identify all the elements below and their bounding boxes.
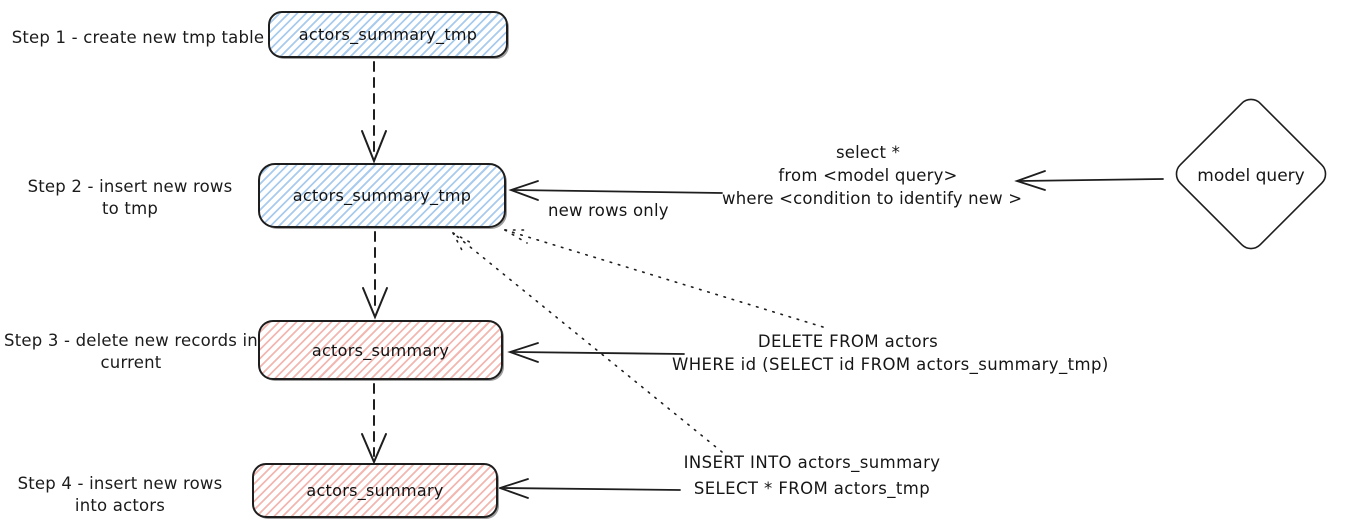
select-query-line2: from <model query> [778,166,958,185]
select-query-text: select * from <model query> where <condi… [722,141,1022,210]
delete-sql-text: DELETE FROM actors WHERE id (SELECT id F… [672,330,1108,376]
node-actors-summary-step4: actors_summary [252,463,498,518]
model-query-diamond [1175,98,1327,250]
arrow-insert-sql-to-actors-summary [497,478,681,499]
arrow-query-to-tmp [508,180,723,201]
delete-sql-line1: DELETE FROM actors [757,332,939,351]
select-query-line1: select * [835,143,901,162]
delete-sql-line2: WHERE id (SELECT id FROM actors_summary_… [672,355,1109,374]
new-rows-only-label: new rows only [548,201,669,220]
node-label: actors_summary_tmp [292,186,472,205]
node-actors-summary-tmp-step1: actors_summary_tmp [268,11,508,58]
insert-sql-line2: SELECT * FROM actors_tmp [693,479,931,498]
arrow-delete-sql-to-actors-summary [507,342,685,363]
arrow-diamond-to-query [1014,170,1164,191]
step2-label: Step 2 - insert new rows to tmp [5,176,255,220]
step4-label-line2: into actors [74,496,166,515]
node-actors-summary-tmp-step2: actors_summary_tmp [258,163,506,228]
dotted-arrow-insert-sql-to-tmp [452,232,723,453]
node-actors-summary-step3: actors_summary [258,320,503,380]
step4-label: Step 4 - insert new rows into actors [0,473,240,517]
step2-label-line1: Step 2 - insert new rows [27,177,233,196]
dashed-arrow-step2-to-step3 [362,231,388,320]
step3-label-line2: current [100,353,162,372]
dashed-arrow-step1-to-step2 [361,61,387,164]
step2-label-line2: to tmp [101,199,159,218]
select-query-line3: where <condition to identify new > [722,189,1023,208]
dashed-arrow-step3-to-step4 [361,383,387,465]
dotted-arrow-delete-sql-to-tmp [504,229,824,328]
node-label: actors_summary [306,481,444,500]
step3-label: Step 3 - delete new records in current [0,330,262,374]
node-label: actors_summary [311,340,450,360]
insert-sql-text: INSERT INTO actors_summary SELECT * FROM… [677,450,947,502]
node-label: actors_summary_tmp [298,25,478,44]
step1-label-line1: Step 1 - create new tmp table [11,28,265,47]
model-query-label: model query [1197,166,1305,186]
step4-label-line1: Step 4 - insert new rows [17,474,223,493]
step1-label: Step 1 - create new tmp table [8,27,268,49]
insert-sql-line1: INSERT INTO actors_summary [683,453,941,472]
step3-label-line1: Step 3 - delete new records in [4,331,258,350]
